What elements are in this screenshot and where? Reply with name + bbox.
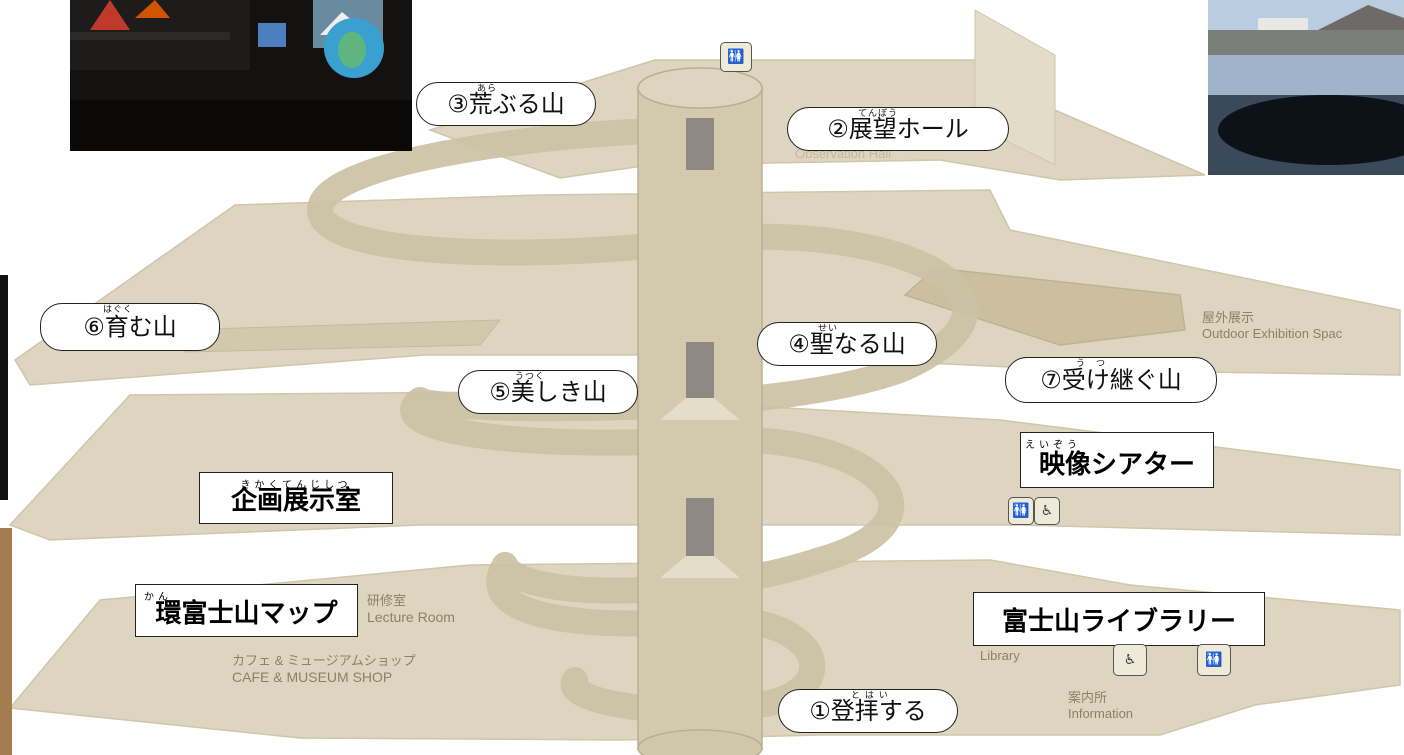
room-label-library[interactable]: 富士山ライブラリー <box>973 592 1265 646</box>
exhibit-photo-volcano <box>70 0 412 151</box>
room-label-kikaku-text: 企画展示室 <box>230 486 361 516</box>
station-label-3[interactable]: あら ③荒ぶる山 <box>416 82 596 126</box>
cafe-shop-jp: カフェ & ミュージアムショップ <box>232 653 416 668</box>
exhibit-photo-dark <box>0 275 8 500</box>
column-door-top <box>686 118 714 170</box>
station-label-6-ruby: はぐく <box>103 305 134 315</box>
station-label-7-ruby: う つ <box>1076 359 1107 369</box>
station-label-6[interactable]: はぐく ⑥育む山 <box>40 303 220 351</box>
lecture-room-en: Lecture Room <box>367 609 455 626</box>
room-label-kikaku-ruby: きかくてんじしつ <box>240 480 352 491</box>
station-label-2-ruby: てんぼう <box>858 109 899 119</box>
column-ramp-middle <box>660 398 740 420</box>
column-door-lower <box>686 498 714 556</box>
column-base <box>637 729 763 755</box>
station-label-1[interactable]: と は い ①登拝する <box>778 689 958 733</box>
exhibit-photo-wood <box>0 528 12 755</box>
station-label-5[interactable]: うつく ⑤美しき山 <box>458 370 638 414</box>
station-label-2[interactable]: てんぼう ②展望ホール <box>787 107 1009 151</box>
room-label-kan-ruby: かん <box>144 592 172 603</box>
column-ramp-lower <box>660 556 740 578</box>
outdoor-exhibition-en: Outdoor Exhibition Spac <box>1202 326 1343 342</box>
room-label-eizo[interactable]: えいぞう 映像シアター <box>1020 432 1214 488</box>
station-label-5-ruby: うつく <box>515 372 546 382</box>
station-label-7[interactable]: う つ ⑦受け継ぐ山 <box>1005 357 1217 403</box>
room-label-eizo-text: 映像シアター <box>1038 450 1195 480</box>
lecture-room-jp: 研修室 <box>367 593 407 608</box>
information-en: Information <box>1068 706 1134 722</box>
station-label-3-text: ③荒ぶる山 <box>447 90 565 118</box>
column-door-middle <box>686 342 714 398</box>
station-label-3-ruby: あら <box>477 84 498 94</box>
station-label-4-ruby: せい <box>818 324 839 334</box>
room-label-kikaku[interactable]: きかくてんじしつ 企画展示室 <box>199 472 393 524</box>
station-label-1-text: ①登拝する <box>809 697 927 725</box>
restroom-icon: 🚻 <box>720 42 752 72</box>
cafe-shop-en: CAFE & MUSEUM SHOP <box>232 669 393 686</box>
room-label-library-text: 富士山ライブラリー <box>1001 606 1236 637</box>
room-label-kan[interactable]: かん 環富士山マップ <box>135 584 358 637</box>
cafe-shop-label: カフェ & ミュージアムショップ CAFE & MUSEUM SHOP <box>232 653 416 687</box>
station-label-2-text: ②展望ホール <box>827 115 969 143</box>
lecture-room-label: 研修室 Lecture Room <box>367 593 455 627</box>
outdoor-exhibition-jp: 屋外展示 <box>1202 310 1255 325</box>
information-label: 案内所 Information <box>1068 690 1133 723</box>
station-label-1-ruby: と は い <box>851 691 889 701</box>
library-en-label: Library <box>980 648 1020 663</box>
outdoor-exhibition-label: 屋外展示 Outdoor Exhibition Spac <box>1202 310 1342 343</box>
station-label-4-text: ④聖なる山 <box>788 330 906 358</box>
room-label-kan-text: 環富士山マップ <box>155 599 338 629</box>
column-top <box>637 67 763 109</box>
station-label-5-text: ⑤美しき山 <box>489 378 607 406</box>
observation-hall-photo <box>1208 0 1404 175</box>
restroom-icon: 🚻 <box>1197 644 1231 676</box>
wheelchair-icon: ♿ <box>1113 644 1147 676</box>
information-jp: 案内所 <box>1068 690 1108 705</box>
station-label-6-text: ⑥育む山 <box>83 313 177 341</box>
wheelchair-icon: ♿ <box>1034 497 1060 525</box>
station-label-7-text: ⑦受け継ぐ山 <box>1040 366 1182 394</box>
restroom-icon: 🚻 <box>1008 497 1034 525</box>
room-label-eizo-ruby: えいぞう <box>1025 440 1081 451</box>
station-label-4[interactable]: せい ④聖なる山 <box>757 322 937 366</box>
